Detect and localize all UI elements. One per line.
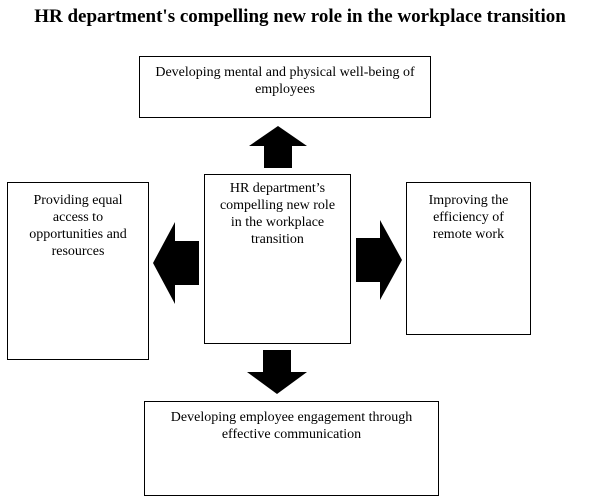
box-equal-access-label: Providing equal access to opportunities … bbox=[29, 193, 127, 259]
box-central-role-label: HR department’s compelling new role in t… bbox=[219, 181, 336, 247]
arrow-down-shape bbox=[247, 350, 307, 394]
box-engagement: Developing employee engagement through e… bbox=[144, 401, 439, 496]
arrow-up-shape bbox=[249, 126, 307, 168]
arrow-up-icon bbox=[249, 126, 307, 168]
box-remote-work: Improving the efficiency of remote work bbox=[406, 182, 531, 335]
arrow-left-icon bbox=[153, 222, 199, 304]
box-equal-access: Providing equal access to opportunities … bbox=[7, 182, 149, 360]
box-wellbeing: Developing mental and physical well-bein… bbox=[139, 56, 431, 118]
box-remote-work-label: Improving the efficiency of remote work bbox=[428, 193, 509, 242]
arrow-right-icon bbox=[356, 220, 402, 300]
diagram-title: HR department's compelling new role in t… bbox=[34, 6, 566, 27]
box-central-role: HR department’s compelling new role in t… bbox=[204, 174, 351, 344]
box-wellbeing-label: Developing mental and physical well-bein… bbox=[155, 65, 415, 97]
arrow-left-shape bbox=[153, 222, 199, 304]
box-engagement-label: Developing employee engagement through e… bbox=[170, 410, 413, 442]
arrow-right-shape bbox=[356, 220, 402, 300]
arrow-down-icon bbox=[247, 350, 307, 394]
